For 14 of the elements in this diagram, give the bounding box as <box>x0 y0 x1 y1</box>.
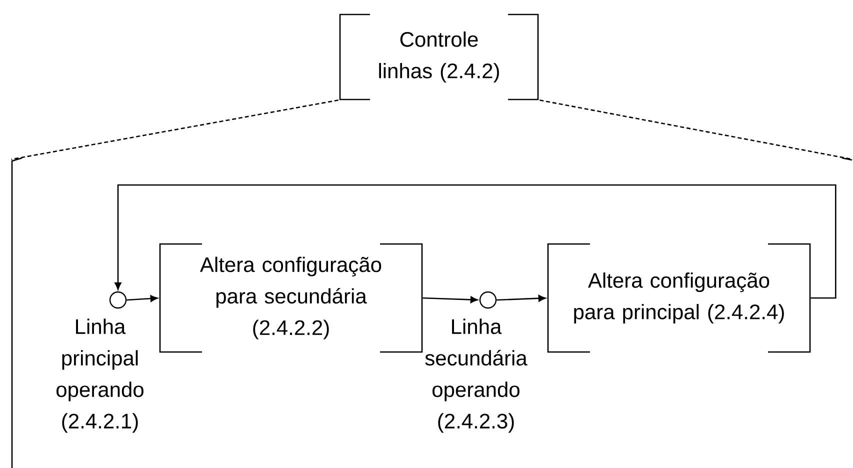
state-label: Linha secundária operando (2.4.2.3) <box>425 318 528 433</box>
arrow <box>114 184 836 299</box>
process-box: Altera configuração para secundária (2.4.2.2) <box>159 243 423 353</box>
process-box: Altera configuração para principal (2.4.2.4) <box>547 243 811 353</box>
state-circle <box>109 291 127 309</box>
state-circle <box>479 291 497 309</box>
arrow <box>496 294 546 302</box>
process-box: Controle linhas (2.4.2) <box>339 14 539 100</box>
arrow <box>126 295 158 302</box>
dashed-line <box>540 100 853 160</box>
frame-bracket <box>11 157 852 468</box>
state-label: Linha principal operando (2.4.2.1) <box>56 318 144 433</box>
arrow <box>422 296 478 304</box>
dashed-line <box>11 100 338 160</box>
